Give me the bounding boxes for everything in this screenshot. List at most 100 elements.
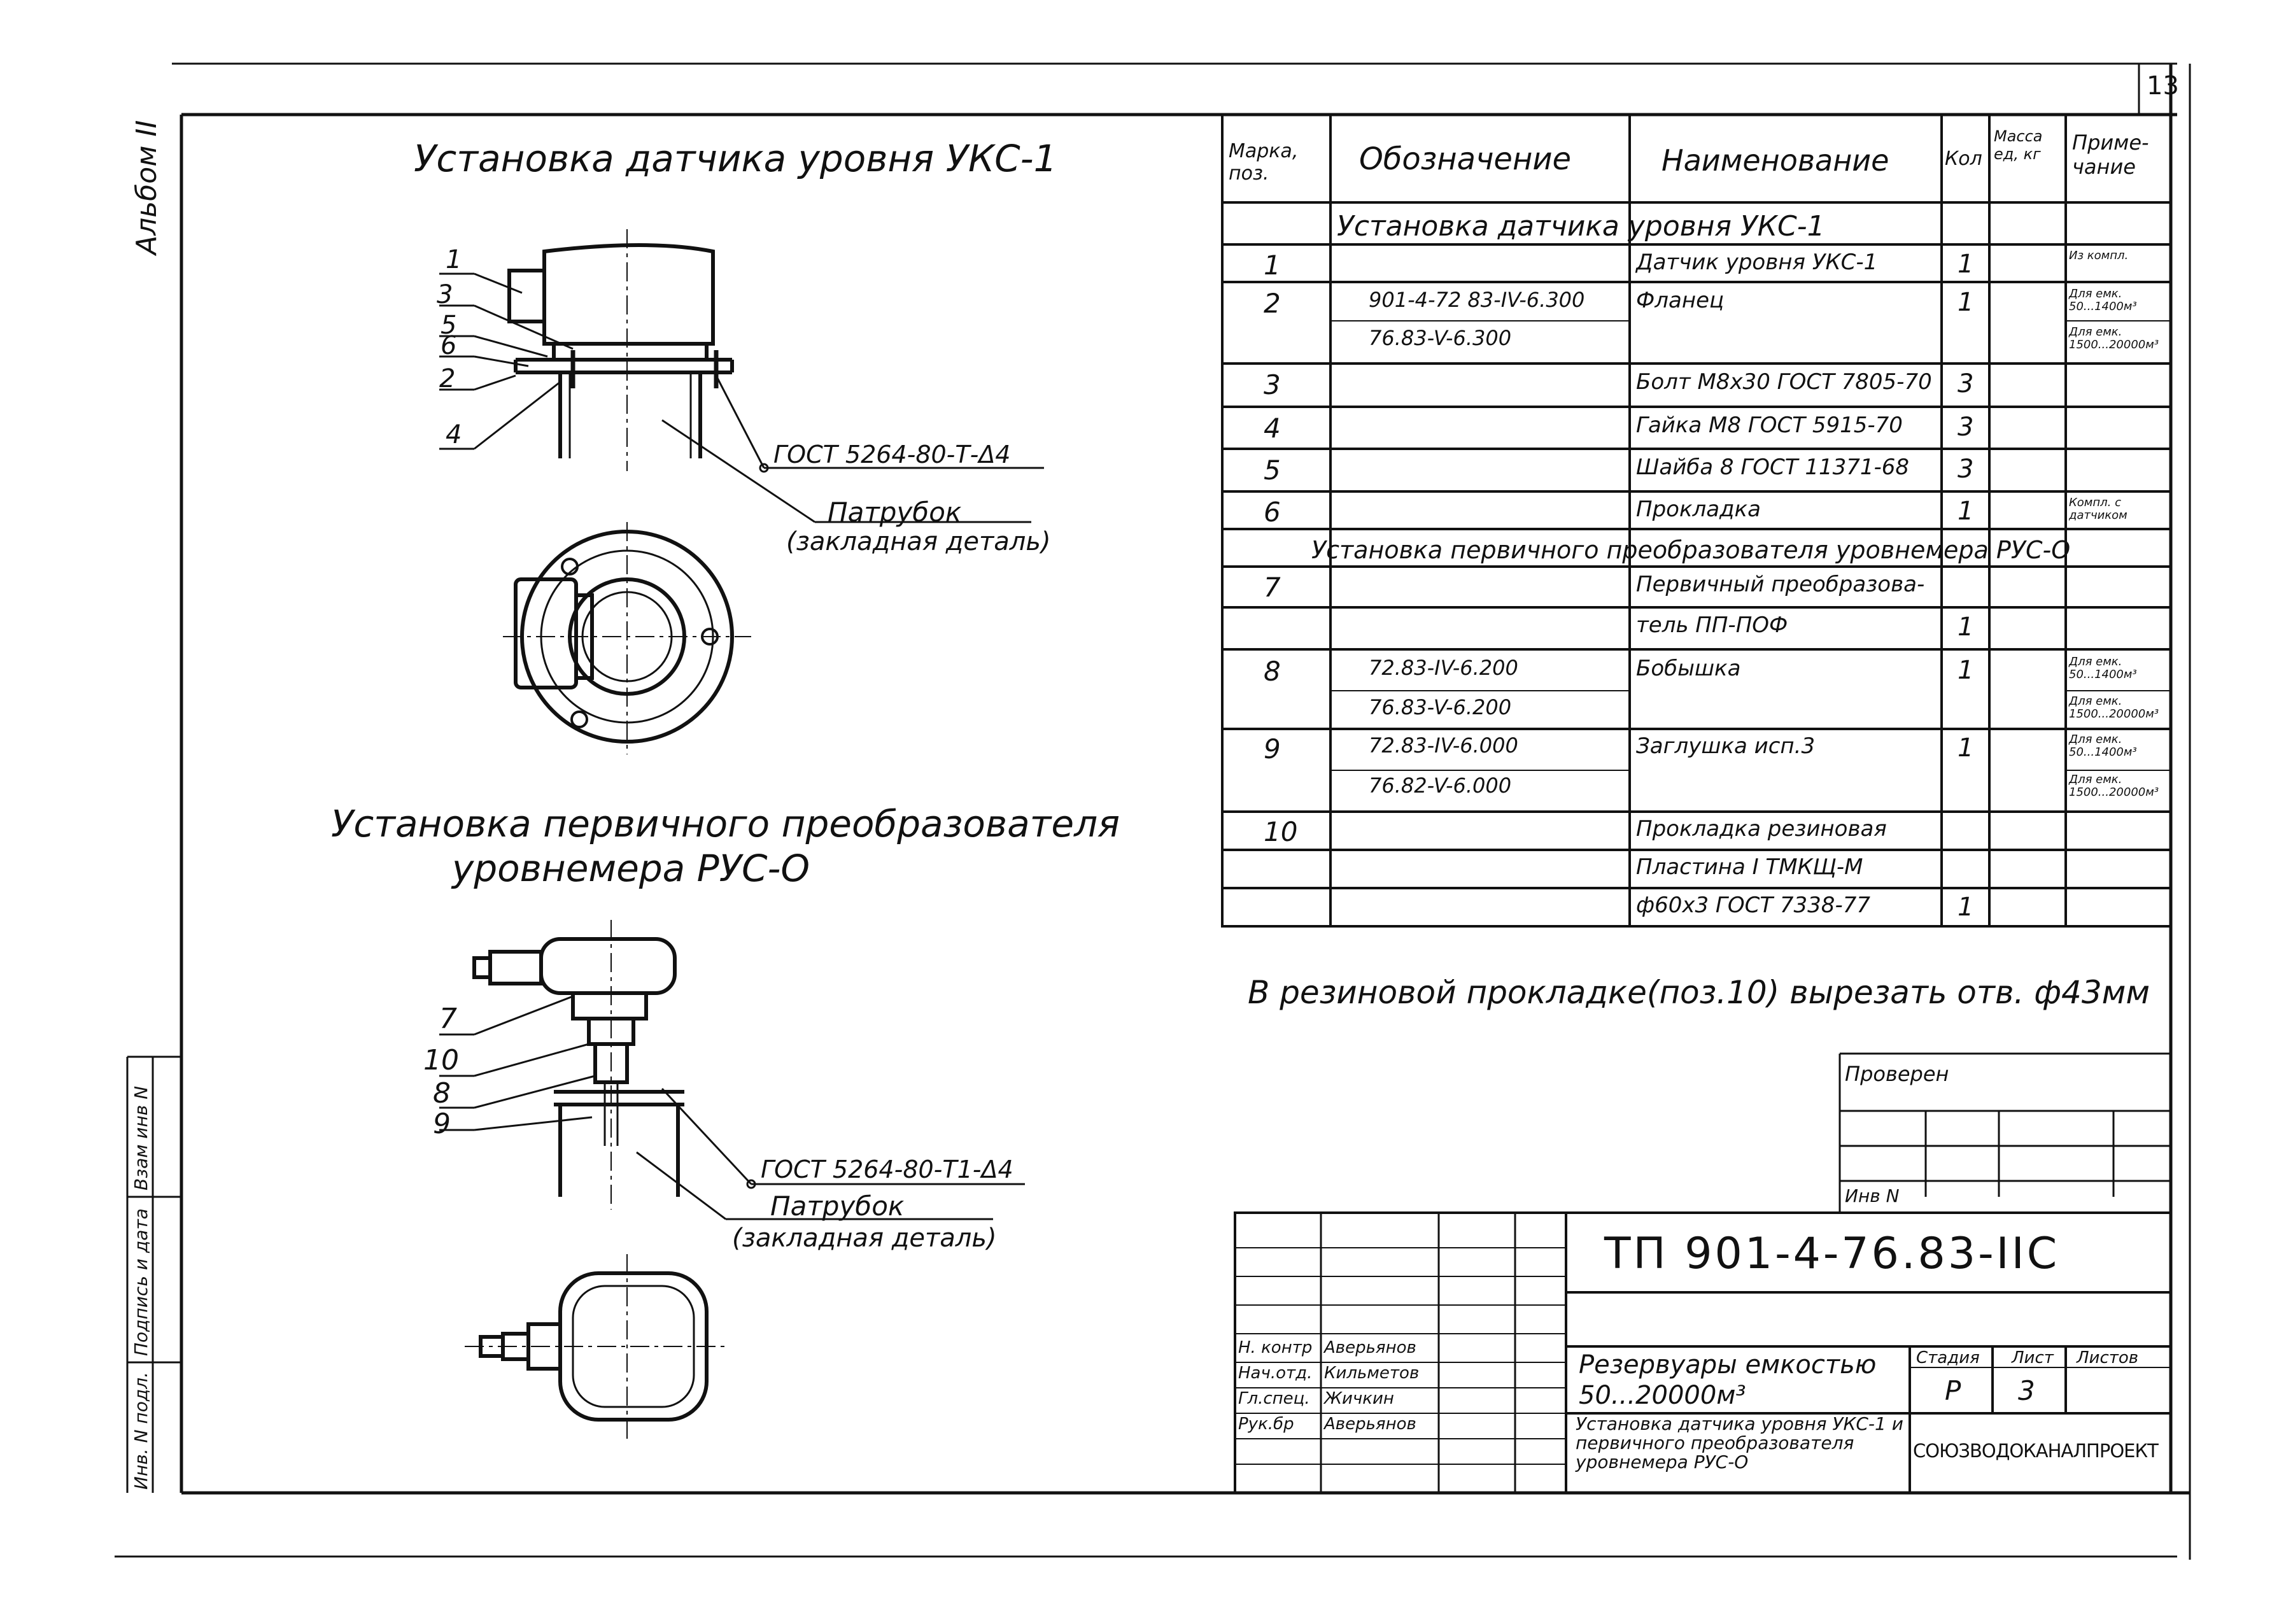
- sheet-value: 3: [2018, 1375, 2035, 1406]
- sheet-title: Установка датчика уровня УКС-1 и первичн…: [1576, 1413, 1903, 1472]
- pipe-label-2: Патрубок: [770, 1190, 905, 1222]
- header-mark: Марка, поз.: [1229, 140, 1299, 185]
- row-note: Для емк. 1500...20000м³: [2069, 773, 2159, 799]
- row-name: Шайба 8 ГОСТ 11371-68: [1636, 455, 1910, 480]
- callout-2: 2: [439, 364, 456, 393]
- row-designation: 76.82-V-6.000: [1369, 773, 1512, 798]
- signer-role: Рук.бр: [1238, 1415, 1294, 1434]
- checked-label: Проверен: [1845, 1062, 1949, 1086]
- row-note: Для емк. 1500...20000м³: [2069, 325, 2159, 351]
- gost-note-1: ГОСТ 5264-80-Т-Δ4: [773, 441, 1011, 469]
- callout-9: 9: [433, 1108, 451, 1140]
- signer-name: Аверьянов: [1324, 1415, 1416, 1434]
- callout-4: 4: [446, 420, 462, 449]
- header-name: Наименование: [1662, 143, 1889, 178]
- callout-5: 5: [441, 311, 457, 340]
- pipe-label-1: Патрубок: [828, 497, 962, 528]
- row-qty: 3: [1958, 369, 1974, 399]
- row-qty: 1: [1958, 250, 1974, 279]
- row-name: тель ПП-ПОФ: [1636, 612, 1788, 638]
- row-name: Пластина I ТМКЩ-М: [1636, 854, 1863, 880]
- row-pos: 3: [1264, 369, 1281, 400]
- row-qty: 3: [1958, 455, 1974, 484]
- row-name: Заглушка исп.3: [1636, 733, 1816, 759]
- row-qty: 1: [1958, 612, 1974, 642]
- drawing1-title: Установка датчика уровня УКС-1: [414, 137, 1057, 180]
- stamp-inv-original: Инв. N подл.: [131, 1372, 152, 1490]
- row-qty: 1: [1958, 288, 1974, 317]
- doc-code: ТП 901-4-76.83-IIС: [1604, 1229, 2060, 1279]
- signer-name: Аверьянов: [1324, 1338, 1416, 1357]
- row-note: Для емк. 50...1400м³: [2069, 733, 2137, 759]
- row-designation: 901-4-72 83-IV-6.300: [1369, 288, 1585, 312]
- row-note: Для емк. 50...1400м³: [2069, 655, 2137, 681]
- row-name: Фланец: [1636, 288, 1725, 313]
- row-qty: 1: [1958, 893, 1974, 922]
- row-pos: 1: [1264, 250, 1281, 281]
- org-name: СОЮЗВОДОКАНАЛПРОЕКТ: [1913, 1440, 2159, 1462]
- section-title-2: Установка первичного преобразователя уро…: [1311, 536, 2071, 564]
- row-designation: 72.83-IV-6.000: [1369, 733, 1518, 758]
- callout-6: 6: [441, 331, 457, 360]
- row-pos: 2: [1264, 288, 1281, 319]
- stage-value: Р: [1945, 1375, 1961, 1406]
- callout-8: 8: [433, 1077, 451, 1110]
- sheets-label: Листов: [2077, 1348, 2139, 1367]
- row-name: ф60х3 ГОСТ 7338-77: [1636, 893, 1870, 918]
- header-designation: Обозначение: [1359, 141, 1572, 177]
- signer-role: Н. контр: [1238, 1338, 1313, 1357]
- row-qty: 1: [1958, 497, 1974, 526]
- row-qty: 1: [1958, 733, 1974, 763]
- row-pos: 8: [1264, 656, 1281, 687]
- object-name: Резервуары емкостью 50...20000м³: [1579, 1350, 1877, 1410]
- drawing2-title-line1: Установка первичного преобразователя: [331, 802, 1120, 845]
- section-title-1: Установка датчика уровня УКС-1: [1337, 210, 1825, 243]
- row-note: Для емк. 50...1400м³: [2069, 287, 2137, 313]
- row-pos: 9: [1264, 733, 1281, 765]
- row-pos: 10: [1264, 816, 1298, 847]
- header-mass: Масса ед, кг: [1994, 127, 2043, 163]
- callout-3: 3: [437, 280, 453, 309]
- row-pos: 4: [1264, 413, 1281, 444]
- row-name: Прокладка: [1636, 497, 1761, 522]
- row-note: Для емк. 1500...20000м³: [2069, 695, 2159, 721]
- row-pos: 7: [1264, 572, 1281, 603]
- row-name: Бобышка: [1636, 656, 1741, 681]
- row-qty: 1: [1958, 656, 1974, 685]
- row-name: Прокладка резиновая: [1636, 816, 1887, 842]
- drawing2-title-line2: уровнемера РУС-О: [452, 847, 810, 890]
- header-qty: Кол: [1945, 148, 1982, 170]
- album-label: Альбом II: [131, 120, 163, 255]
- header-note: Приме- чание: [2072, 131, 2149, 179]
- pipe-sub-1: (закладная деталь): [786, 527, 1051, 556]
- signer-name: Кильметов: [1324, 1364, 1420, 1383]
- stamp-replace-inv: Взам инв N: [131, 1085, 152, 1190]
- row-note: Компл. с датчиком: [2069, 496, 2127, 522]
- callout-1: 1: [446, 245, 462, 274]
- row-designation: 72.83-IV-6.200: [1369, 656, 1518, 680]
- stamp-sign-date: Подпись и дата: [131, 1208, 152, 1356]
- row-pos: 6: [1264, 497, 1281, 528]
- signer-role: Гл.спец.: [1238, 1389, 1310, 1408]
- row-name: Гайка М8 ГОСТ 5915-70: [1636, 413, 1903, 438]
- row-qty: 3: [1958, 413, 1974, 442]
- stage-label: Стадия: [1916, 1348, 1980, 1367]
- callout-7: 7: [439, 1003, 457, 1035]
- checked-inv: Инв N: [1845, 1185, 1900, 1206]
- row-designation: 76.83-V-6.200: [1369, 695, 1512, 719]
- row-name: Болт М8х30 ГОСТ 7805-70: [1636, 369, 1932, 395]
- row-name: Датчик уровня УКС-1: [1636, 250, 1878, 275]
- cut-note: В резиновой прокладке(поз.10) вырезать о…: [1248, 974, 2150, 1011]
- signer-name: Жичкин: [1324, 1389, 1394, 1408]
- callout-10: 10: [423, 1044, 459, 1077]
- row-designation: 76.83-V-6.300: [1369, 326, 1512, 350]
- sheet-label: Лист: [2012, 1348, 2054, 1367]
- signer-role: Нач.отд.: [1238, 1364, 1313, 1383]
- row-pos: 5: [1264, 455, 1281, 486]
- pipe-sub-2: (закладная деталь): [732, 1224, 997, 1253]
- gost-note-2: ГОСТ 5264-80-Т1-Δ4: [761, 1155, 1013, 1183]
- row-note: Из компл.: [2069, 249, 2129, 262]
- row-name: Первичный преобразова-: [1636, 572, 1925, 597]
- page-number: 13: [2147, 71, 2179, 101]
